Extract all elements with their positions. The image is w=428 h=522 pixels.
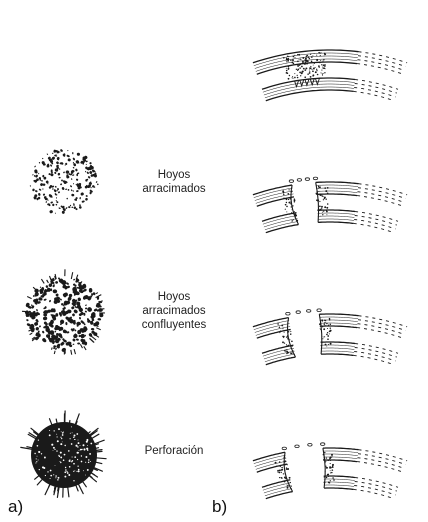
label-perforacion: Perforación <box>128 444 220 458</box>
section-clustered <box>253 177 407 233</box>
confluent-pit-disc <box>22 269 105 354</box>
panel-label-a: a) <box>8 497 23 517</box>
section-intact <box>253 50 407 101</box>
section-confluent <box>253 309 407 365</box>
perforation-disc <box>21 411 106 497</box>
label-hoyos-confluyentes: Hoyos arracimados confluyentes <box>128 290 220 332</box>
pit-cluster-disc <box>30 149 99 214</box>
section-perforation <box>253 443 407 499</box>
label-hoyos-arracimados: Hoyos arracimados <box>128 168 220 196</box>
panel-label-b: b) <box>212 497 227 517</box>
